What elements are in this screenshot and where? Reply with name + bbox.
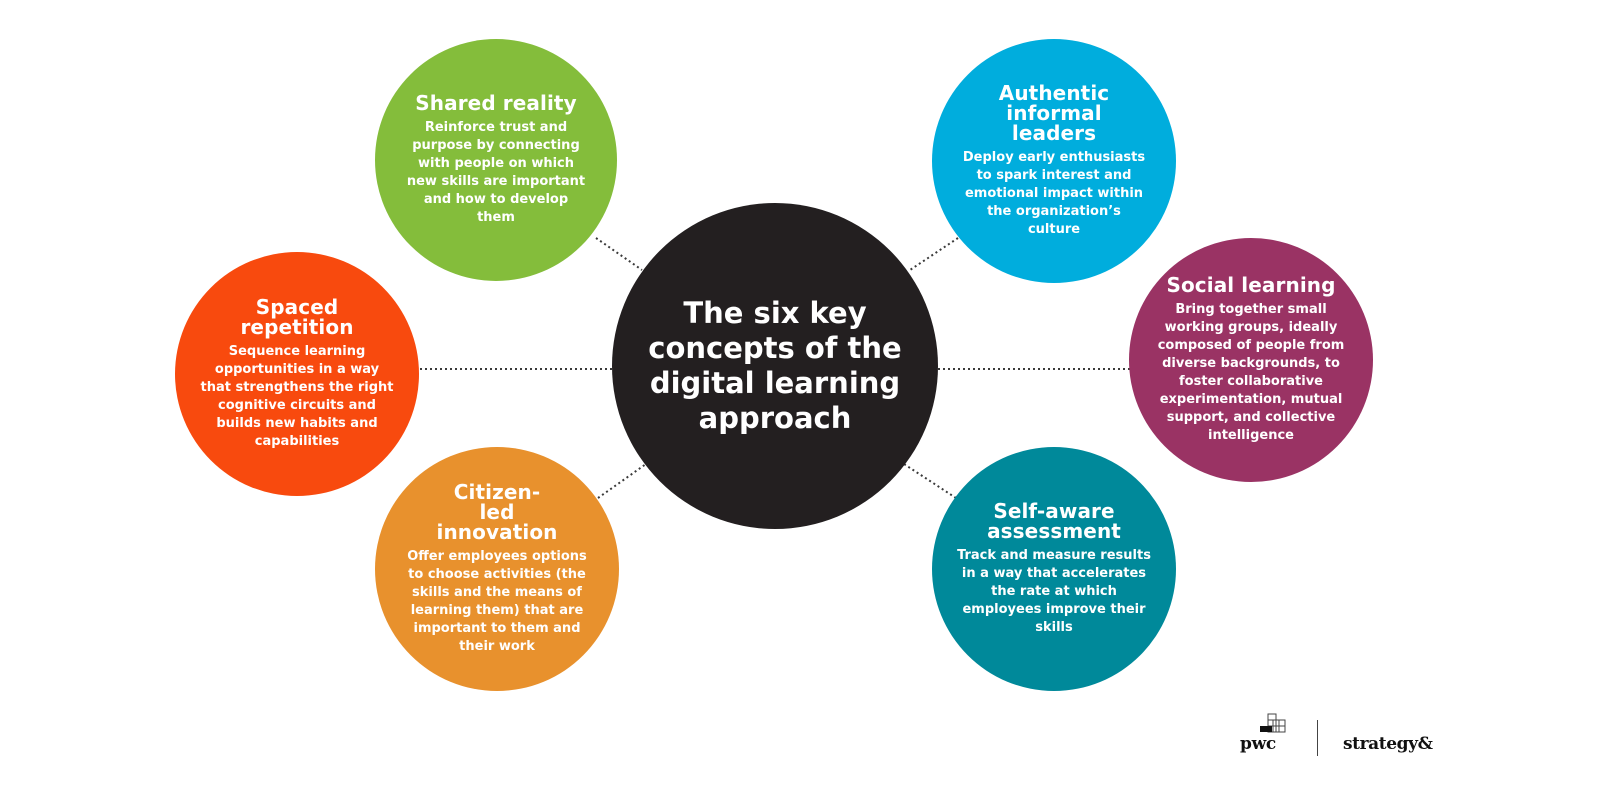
- concept-social-learning: Social learning Bring together small wor…: [1129, 238, 1373, 482]
- connector-self-aware-assessment: [903, 463, 957, 499]
- concept-description: Offer employees options to choose activi…: [407, 549, 587, 654]
- concept-self-aware-assessment: Self-aware assessment Track and measure …: [932, 447, 1176, 691]
- concept-authentic-informal-leaders: Authentic informal leaders Deploy early …: [932, 39, 1176, 283]
- concept-title: Social learning: [1166, 273, 1336, 298]
- strategy-logo: strategy&: [1343, 734, 1433, 754]
- concept-title: Authentic informal leaders: [998, 81, 1110, 146]
- concept-description: Sequence learning opportunities in a way…: [200, 344, 394, 449]
- concept-title: Citizen-led innovation: [436, 480, 558, 545]
- concept-description: Track and measure results in a way that …: [957, 548, 1151, 635]
- concept-description: Deploy early enthusiasts to spark intere…: [962, 150, 1146, 237]
- center-concept-circle: The six key concepts of the digital lear…: [612, 203, 938, 529]
- concept-shared-reality: Shared reality Reinforce trust and purpo…: [375, 39, 617, 281]
- center-title: The six key concepts of the digital lear…: [648, 296, 902, 435]
- concept-title: Spaced repetition: [240, 295, 354, 340]
- concept-spaced-repetition: Spaced repetition Sequence learning oppo…: [175, 252, 419, 496]
- concept-description: Bring together small working groups, ide…: [1157, 302, 1345, 443]
- pwc-logo: pwc: [1240, 734, 1276, 754]
- concept-description: Reinforce trust and purpose by connectin…: [406, 120, 586, 225]
- brand-logos: pwc strategy&: [1240, 712, 1462, 758]
- connector-citizen-led-innovation: [597, 463, 647, 499]
- concept-title: Self-aware assessment: [987, 499, 1121, 544]
- pwc-logo-mark: [1260, 713, 1286, 733]
- concept-citizen-led-innovation: Citizen-led innovation Offer employees o…: [375, 447, 619, 691]
- connector-authentic-informal-leaders: [909, 237, 959, 271]
- logo-divider: [1317, 720, 1318, 756]
- connector-shared-reality: [595, 237, 643, 271]
- concept-title: Shared reality: [415, 91, 577, 116]
